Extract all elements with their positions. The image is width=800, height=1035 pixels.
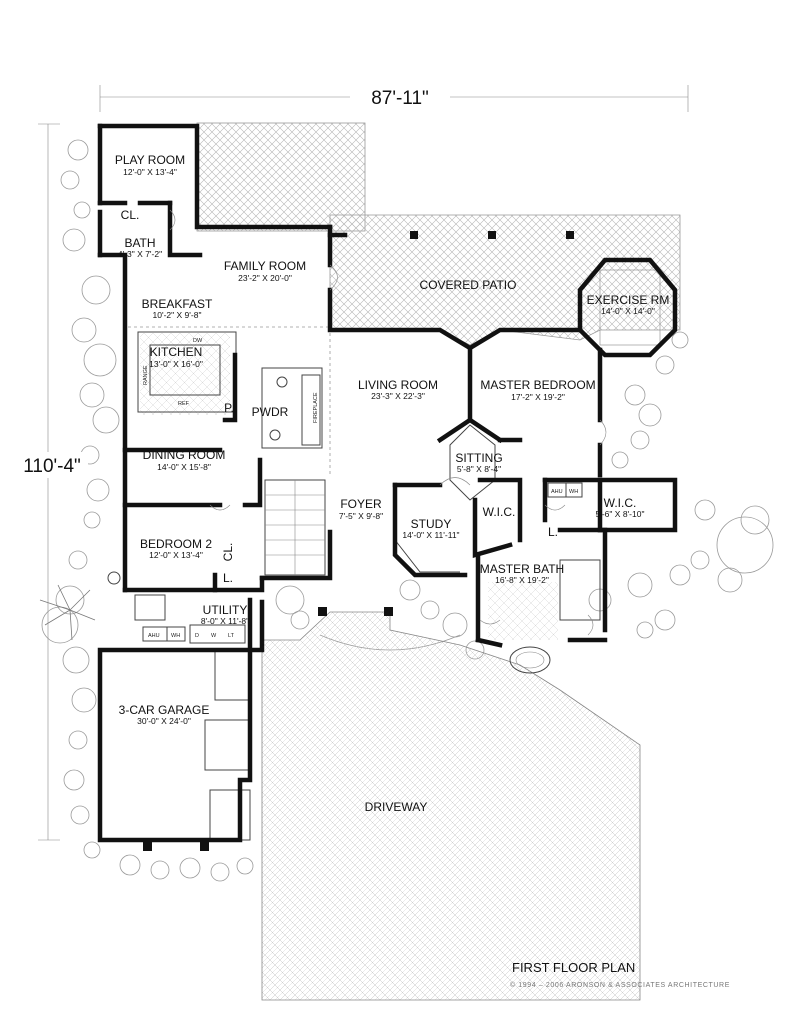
d-label: D — [195, 633, 199, 639]
wh2-box — [565, 482, 583, 498]
master-bath-floor — [488, 582, 558, 640]
family-room-dims: 23'-2" X 20'-0" — [238, 273, 292, 283]
ahu2-label: AHU — [551, 489, 563, 495]
dw-label: DW — [193, 338, 203, 344]
kitchen-island — [149, 344, 221, 396]
master-shower — [559, 559, 601, 621]
wic-2-dims: 5'-6" X 8'-10" — [596, 509, 645, 519]
bedroom-2-name: BEDROOM 2 — [140, 537, 212, 551]
breakfast-name: BREAKFAST — [142, 297, 213, 311]
garage-door-1 — [204, 719, 251, 771]
bottom-hedge — [119, 854, 254, 882]
pwdr-room — [261, 367, 323, 449]
plan-title: FIRST FLOOR PLAN — [512, 960, 635, 975]
paving — [140, 122, 681, 1001]
play-room-dims: 12'-0" X 13'-4" — [123, 167, 177, 177]
utility-name: UTILITY — [203, 603, 248, 617]
kitchen-name: KITCHEN — [150, 345, 203, 359]
master-bath-name: MASTER BATH — [480, 562, 564, 576]
dining-room-dims: 14'-0" X 15'-8" — [157, 462, 211, 472]
round-window — [107, 571, 121, 585]
driveway-hatch — [261, 611, 641, 1001]
garage-dims: 30'-0" X 24'-0" — [137, 716, 191, 726]
fireplace — [301, 374, 321, 446]
bedroom-2-dims: 12'-0" X 13'-4" — [149, 550, 203, 560]
overall-width-label: 87'-11" — [371, 88, 429, 109]
dimensions: 87'-11" 110'-4" — [18, 85, 689, 841]
study-dims: 14'-0" X 11'-11" — [402, 530, 459, 540]
right-shrubs — [611, 331, 774, 593]
master-bedroom-dims: 17'-2" X 19'-2" — [511, 392, 565, 402]
palm-tree — [39, 584, 96, 641]
sitting-dims: 5'-8" X 8'-4" — [457, 464, 501, 474]
tub-bed2-bath — [134, 594, 166, 621]
w-label: W — [211, 633, 217, 639]
columns — [143, 231, 574, 851]
toilet-pwdr — [269, 429, 281, 441]
master-bath-dims: 16'-8" X 19'-2" — [495, 575, 549, 585]
linen-master-label: L. — [548, 525, 558, 539]
foyer-name: FOYER — [340, 497, 382, 511]
covered-patio-name: COVERED PATIO — [420, 278, 517, 292]
exercise-rm-dims: 14'-0" X 14'-0" — [601, 306, 655, 316]
master-bedroom-name: MASTER BEDROOM — [480, 378, 595, 392]
play-room-name: PLAY ROOM — [115, 153, 185, 167]
caption: FIRST FLOOR PLAN © 1994 – 2006 ARONSON &… — [510, 960, 730, 989]
pwdr-name: PWDR — [252, 405, 289, 419]
closet-bed2-label: CL. — [221, 543, 235, 562]
living-room-name: LIVING ROOM — [358, 378, 438, 392]
fireplace-label: FIREPLACE — [313, 392, 319, 423]
master-tub — [509, 646, 551, 674]
kitchen-dims: 13'-0" X 16'-0" — [149, 359, 203, 369]
garage-door-3 — [214, 649, 251, 701]
study-bay — [394, 539, 460, 573]
foyer-dims: 7'-5" X 9'-8" — [339, 511, 383, 521]
closet-play-label: CL. — [121, 208, 140, 222]
garage-door-2 — [209, 789, 251, 841]
washer-dryer — [189, 624, 246, 644]
driveway-name: DRIVEWAY — [365, 800, 428, 814]
walls — [97, 123, 678, 843]
garage-name: 3-CAR GARAGE — [119, 703, 210, 717]
bath-name: BATH — [124, 236, 155, 250]
study-name: STUDY — [411, 517, 452, 531]
wic-1-name: W.I.C. — [483, 505, 516, 519]
kitchen-island-floor — [140, 333, 230, 415]
wh2-label: WH — [569, 489, 578, 495]
living-room-dims: 23'-3" X 22'-3" — [371, 391, 425, 401]
overall-depth-label: 110'-4" — [23, 456, 81, 477]
landscaping — [39, 139, 774, 882]
breakfast-dims: 10'-2" X 9'-8" — [153, 310, 202, 320]
copyright-note: © 1994 – 2006 ARONSON & ASSOCIATES ARCHI… — [510, 981, 730, 989]
exercise-inner — [599, 269, 661, 346]
wic-2-name: W.I.C. — [604, 496, 637, 510]
lt-label: LT — [228, 633, 235, 639]
dining-room-name: DINING ROOM — [143, 448, 226, 462]
sitting-name: SITTING — [455, 451, 502, 465]
ahu-label: AHU — [148, 633, 160, 639]
wh-label: WH — [171, 633, 180, 639]
range-label: RANGE — [143, 365, 149, 385]
fixture-labels: DW RANGE REF FIREPLACE AHU WH D W LT AHU… — [143, 338, 578, 639]
utility-dims: 8'-0" X 11'-8" — [201, 616, 249, 626]
pantry-label: P. — [224, 401, 234, 415]
doors — [169, 209, 607, 636]
bath-dims: 4'-3" X 7'-2" — [118, 249, 162, 259]
linen-label: L. — [223, 571, 233, 585]
exercise-rm-name: EXERCISE RM — [587, 293, 670, 307]
sink-pwdr — [276, 376, 288, 388]
left-hedge — [41, 139, 120, 859]
family-room-name: FAMILY ROOM — [224, 259, 306, 273]
ref-label: REF — [178, 401, 190, 407]
wh-box — [166, 626, 186, 642]
room-labels: PLAY ROOM 12'-0" X 13'-4" CL. BATH 4'-3"… — [115, 153, 669, 814]
